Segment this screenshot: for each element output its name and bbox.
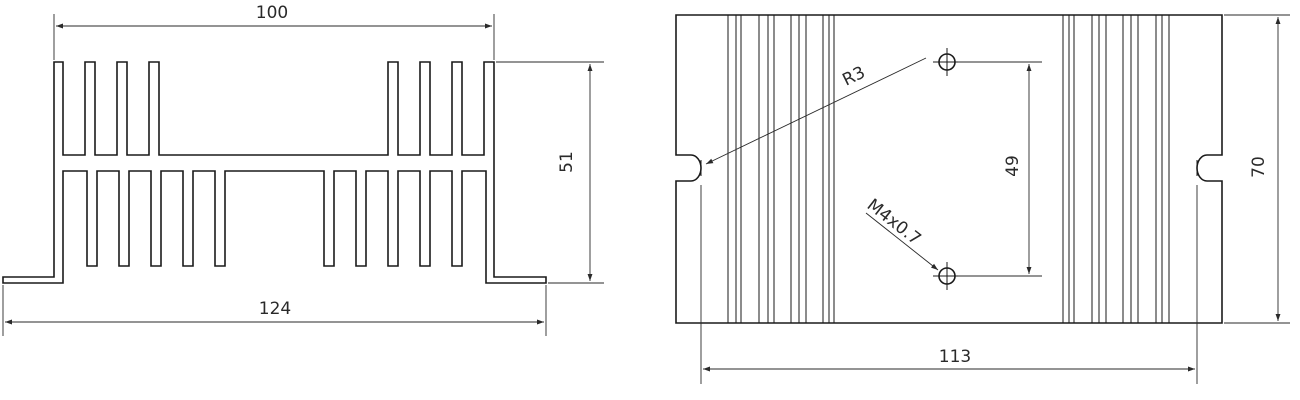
dimension-side-height: 70 (1224, 14, 1290, 324)
dimension-hole-spacing: 49 (958, 61, 1042, 277)
front-view: 100 51 124 (2, 3, 604, 336)
dimension-label-100: 100 (256, 3, 288, 23)
dimension-thread: M4x0.7 (863, 195, 939, 271)
heatsink-profile-outline (2, 61, 547, 284)
dimension-label-113: 113 (939, 347, 971, 367)
dimension-label-70: 70 (1249, 156, 1269, 178)
mounting-hole-top (933, 48, 961, 76)
left-fin-lines (727, 15, 835, 323)
dimension-label-r3: R3 (839, 63, 868, 91)
dimension-base-width: 124 (2, 285, 547, 336)
side-view: R3 49 M4x0.7 113 70 (675, 14, 1290, 384)
dimension-label-thread: M4x0.7 (863, 195, 925, 249)
dimension-radius: R3 (705, 57, 927, 165)
dimension-label-124: 124 (259, 299, 291, 319)
dimension-label-49: 49 (1003, 155, 1023, 177)
right-fin-lines (1062, 15, 1170, 323)
dimension-top-width: 100 (53, 3, 495, 60)
dimension-front-height: 51 (496, 61, 604, 284)
dimension-slot-spacing: 113 (700, 185, 1198, 384)
side-view-outline (675, 14, 1223, 324)
dimension-label-51: 51 (557, 151, 577, 173)
mounting-hole-bottom (933, 262, 961, 290)
